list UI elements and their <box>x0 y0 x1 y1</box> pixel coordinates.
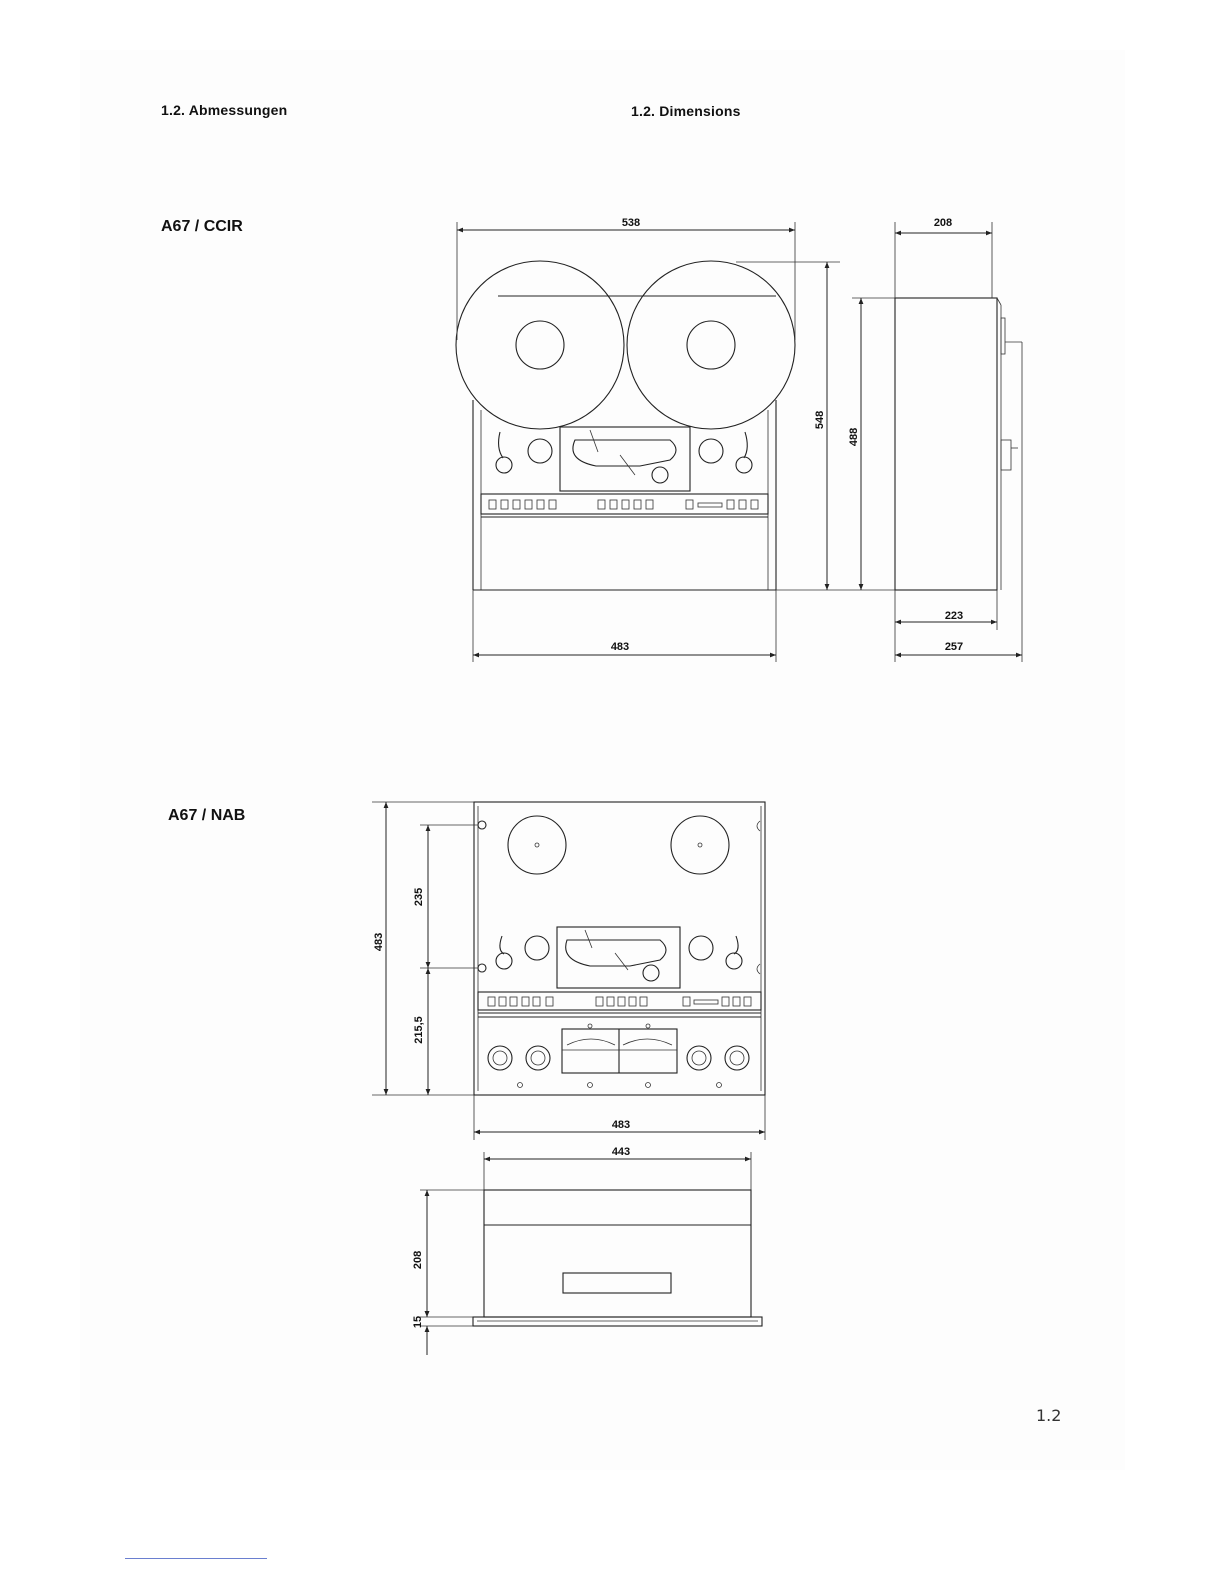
dim-label-483-nab-width: 483 <box>612 1119 630 1131</box>
dim-label-235: 235 <box>413 888 425 906</box>
dim-label-488: 488 <box>848 428 860 446</box>
page-number: 1.2 <box>1036 1406 1061 1425</box>
dim-label-208-top: 208 <box>934 217 952 229</box>
dim-label-483-ccir: 483 <box>611 641 629 653</box>
nab-dimension-lines <box>372 802 765 1190</box>
footer-rule <box>125 1558 267 1559</box>
dim-label-548: 548 <box>814 411 826 429</box>
dim-label-483-nab-height: 483 <box>373 933 385 951</box>
dim-label-538: 538 <box>622 217 640 229</box>
ccir-front-view <box>456 261 795 590</box>
dim-label-257: 257 <box>945 641 963 653</box>
dim-label-15: 15 <box>412 1316 424 1328</box>
ccir-side-view <box>895 222 1022 662</box>
ccir-dimension-lines <box>457 222 895 662</box>
dim-label-215-5: 215,5 <box>413 1016 425 1044</box>
dim-label-443: 443 <box>612 1146 630 1158</box>
nab-top-view <box>420 1190 762 1355</box>
dim-label-208-nab: 208 <box>412 1251 424 1269</box>
nab-front-view <box>474 802 765 1095</box>
dim-label-223: 223 <box>945 610 963 622</box>
